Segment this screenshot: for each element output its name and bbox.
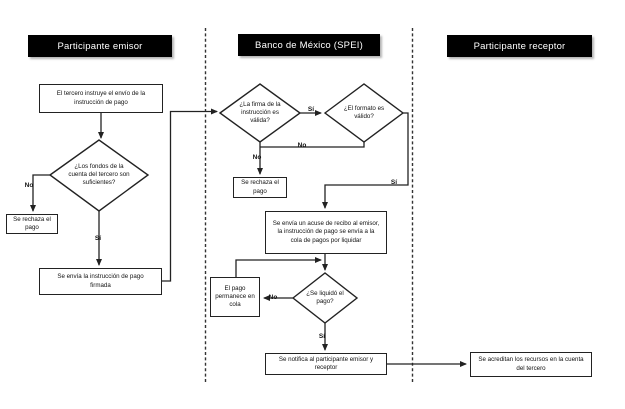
edge-label-liquido-si: Sí xyxy=(318,332,326,340)
node-pago-permanece-cola: El pago permanece en cola xyxy=(210,277,260,317)
edge-label-formato-no: No xyxy=(297,141,307,149)
edge-label-firma-no: No xyxy=(252,153,262,161)
edge-label-firma-si: Sí xyxy=(307,105,315,113)
lane-header-emisor: Participante emisor xyxy=(28,35,172,57)
node-notifica-participantes: Se notifica al participante emisor y rec… xyxy=(265,353,387,375)
edge-label-fondos-no: No xyxy=(24,181,34,189)
decision-fondos-shape xyxy=(48,139,150,212)
connector-formato-no-join xyxy=(260,142,365,148)
node-instruye-envio: El tercero instruye el envío de la instr… xyxy=(39,84,163,113)
node-acuse-recibo: Se envía un acuse de recibo al emisor, l… xyxy=(265,211,387,254)
decision-liquido-shape xyxy=(291,272,359,324)
edge-label-formato-si: Sí xyxy=(390,178,398,186)
node-envia-instruccion-firmada: Se envía la instrucción de pago firmada xyxy=(39,268,162,295)
connector-fondos-no-to-rechaza xyxy=(30,174,50,212)
node-rechaza-pago-spei: Se rechaza el pago xyxy=(233,177,287,198)
decision-firma-shape xyxy=(218,83,302,143)
lane-header-banxico: Banco de México (SPEI) xyxy=(238,34,380,56)
connector-envia-to-firma xyxy=(162,108,218,282)
edge-label-fondos-si: Sí xyxy=(94,234,102,242)
lane-header-receptor: Participante receptor xyxy=(447,35,592,57)
edge-label-liquido-no: No xyxy=(268,293,278,301)
node-rechaza-pago-emisor: Se rechaza el pago xyxy=(6,214,58,234)
decision-formato-shape xyxy=(323,83,405,143)
node-acreditan-recursos: Se acreditan los recursos en la cuenta d… xyxy=(470,352,592,377)
connector-formato-si-to-acuse xyxy=(322,112,409,209)
connector-permanece-loop xyxy=(235,257,322,277)
